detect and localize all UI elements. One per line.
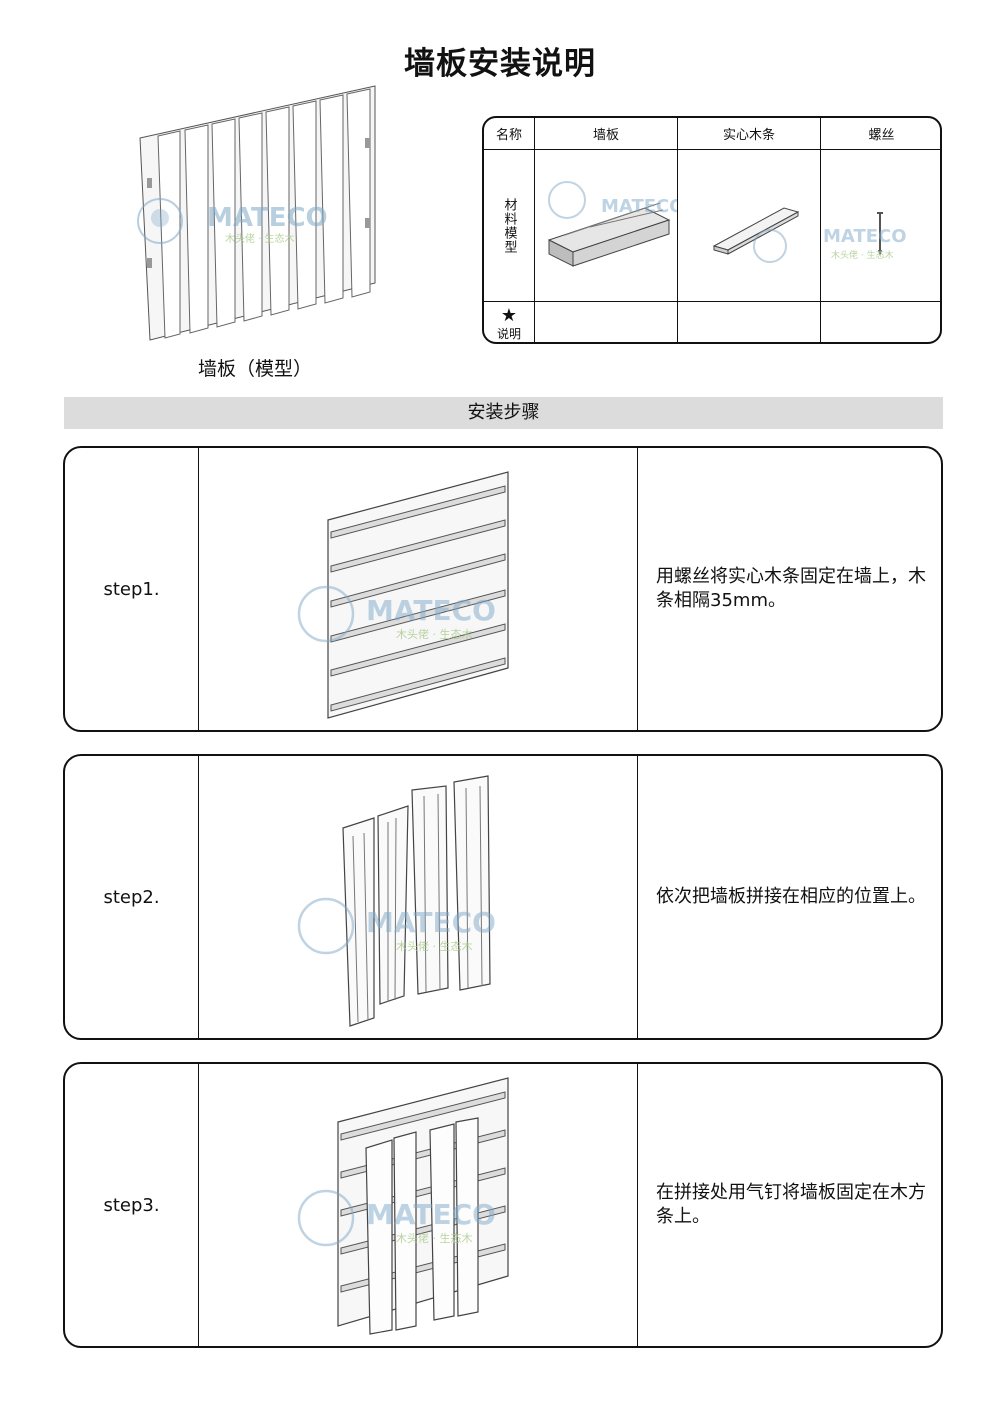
wall-panel-material-image: MATECO: [535, 150, 677, 301]
page-title: 墙板安装说明: [404, 46, 596, 82]
step-description: 在拼接处用气钉将墙板固定在木方条上。: [656, 1182, 926, 1227]
row-label-note: 说明: [496, 326, 521, 341]
section-title: 安装步骤: [64, 397, 943, 429]
step-illustration: MATECO 木头佬 · 生态木: [198, 756, 638, 1038]
svg-text:MATECO: MATECO: [366, 1198, 496, 1231]
screw-material-image: MATECO 木头佬 · 生态木: [821, 150, 940, 301]
row-label-note-cell: ★ 说明: [484, 302, 534, 342]
svg-text:木头佬 · 生态木: 木头佬 · 生态木: [831, 249, 894, 261]
svg-text:MATECO: MATECO: [601, 196, 677, 217]
column-solid-wood-strip: 实心木条: [722, 128, 775, 143]
step-illustration: MATECO 木头佬 · 生态木: [198, 1064, 638, 1346]
svg-text:木头佬 · 生态木: 木头佬 · 生态木: [396, 1231, 473, 1245]
header-name-cell: 名称: [495, 128, 522, 143]
step-label: step2.: [65, 756, 199, 1038]
step-row: step2. MATECO 木头佬 · 生态木 依次把: [63, 754, 943, 1040]
step-description: 用螺丝将实心木条固定在墙上，木条相隔35mm。: [656, 566, 926, 611]
svg-text:MATECO: MATECO: [823, 226, 907, 247]
solid-wood-strip-material-image: [678, 150, 820, 301]
step-row: step3. MATECO 木头佬 · 生态木 在拼接处用气钉将墙板固定在木方条…: [63, 1062, 943, 1348]
column-wall-panel: 墙板: [592, 128, 619, 143]
column-screw: 螺丝: [868, 128, 895, 143]
svg-text:木头佬 · 生态木: 木头佬 · 生态木: [396, 939, 473, 953]
svg-text:木头佬 · 生态木: 木头佬 · 生态木: [225, 232, 295, 245]
svg-text:MATECO: MATECO: [366, 594, 496, 627]
step-row: step1. MATECO 木头佬 · 生态木 用螺丝将实心木条固定在墙上，木条…: [63, 446, 943, 732]
step-description: 依次把墙板拼接在相应的位置上。: [656, 886, 926, 907]
svg-text:木头佬 · 生态木: 木头佬 · 生态木: [396, 627, 473, 641]
svg-text:MATECO: MATECO: [207, 203, 328, 233]
step-illustration: MATECO 木头佬 · 生态木: [198, 448, 638, 730]
mateco-watermark: MATECO 木头佬 · 生态木: [135, 196, 380, 246]
hero-caption: 墙板（模型）: [197, 358, 312, 380]
row-label-model: 材料模型: [501, 197, 517, 254]
svg-text:MATECO: MATECO: [366, 906, 496, 939]
star-icon: ★: [500, 304, 518, 326]
step-label: step3.: [65, 1064, 199, 1346]
step-label: step1.: [65, 448, 199, 730]
materials-table: 名称 墙板 实心木条 螺丝 材料模型 ★ 说明 MATECO: [482, 116, 942, 344]
wall-panel-model-illustration: MATECO 木头佬 · 生态木: [130, 78, 385, 353]
